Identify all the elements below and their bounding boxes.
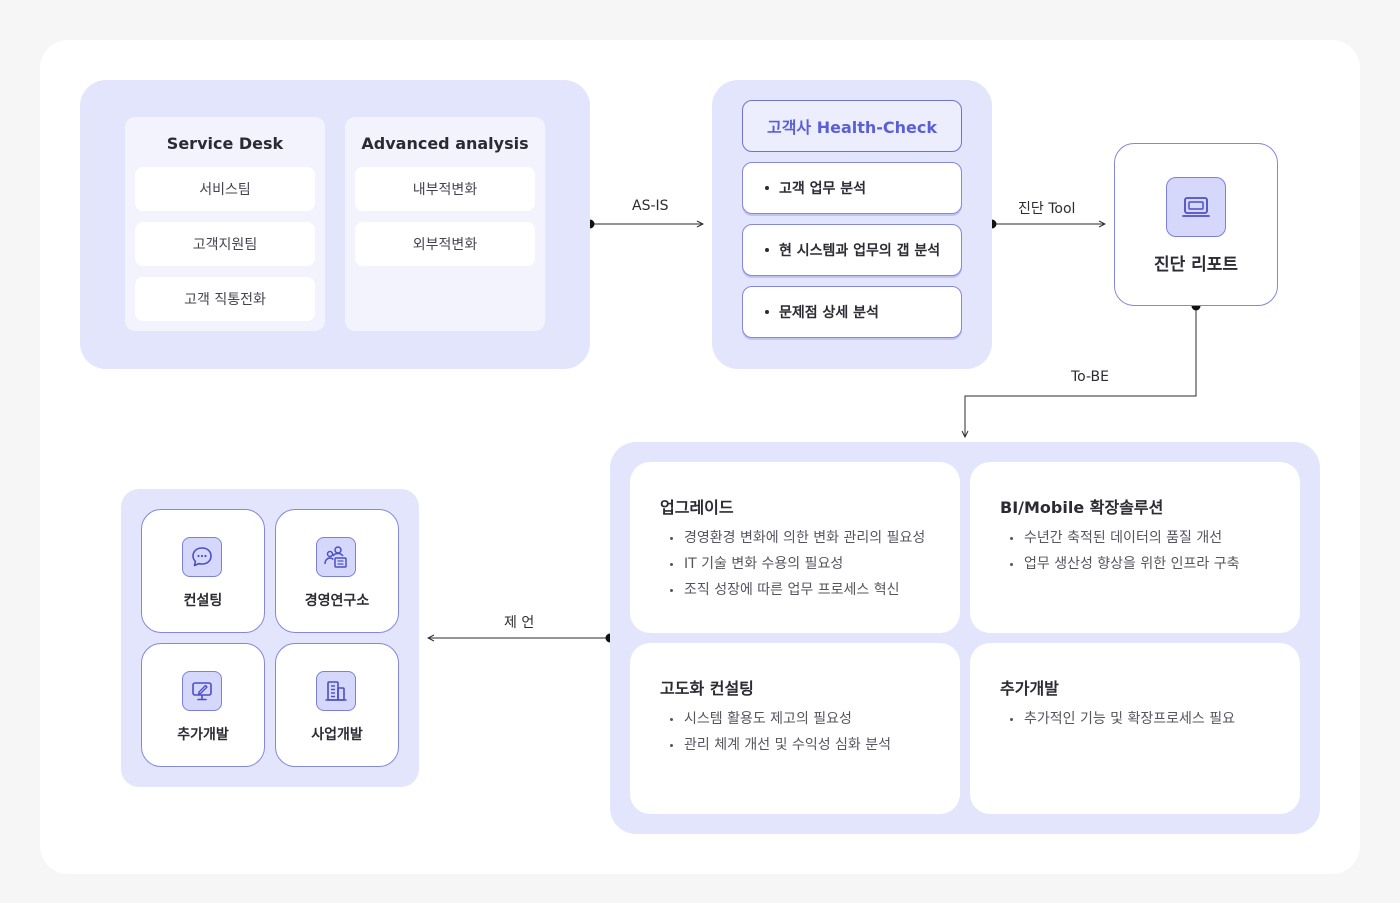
list-item: 추가적인 기능 및 확장프로세스 필요 — [1010, 709, 1235, 735]
report-label: 진단 리포트 — [1153, 255, 1239, 275]
card-list: 추가적인 기능 및 확장프로세스 필요 — [1010, 709, 1235, 735]
to-be-label: To-BE — [1071, 369, 1110, 385]
service-label: 컨설팅 — [183, 593, 223, 609]
list-item-text: 관리 체계 개선 및 수익성 심화 분석 — [684, 737, 892, 753]
chat-bubble-icon — [182, 537, 222, 577]
card-title: 추가개발 — [1000, 679, 1059, 698]
report-box: 진단 리포트 — [1114, 143, 1278, 306]
list-item: 시스템 활용도 제고의 필요성 — [670, 709, 891, 735]
health-check-item-label: 현 시스템과 업무의 갭 분석 — [779, 243, 941, 259]
bullet — [765, 248, 769, 252]
advanced-analysis-title: Advanced analysis — [361, 134, 529, 153]
service-label: 사업개발 — [311, 727, 363, 743]
health-check-item: 현 시스템과 업무의 갭 분석 — [742, 224, 962, 276]
card-title: 업그레이드 — [660, 498, 734, 517]
service-tile: 추가개발 — [141, 643, 265, 767]
advanced-analysis-item: 내부적변화 — [355, 167, 535, 211]
bullet — [765, 186, 769, 190]
to-be-card: 추가개발 추가적인 기능 및 확장프로세스 필요 — [970, 643, 1300, 814]
service-tile: 사업개발 — [275, 643, 399, 767]
health-check-item-label: 고객 업무 분석 — [779, 181, 867, 197]
card-title: 고도화 컨설팅 — [660, 679, 754, 698]
tool-label: 진단 Tool — [1018, 201, 1076, 217]
service-desk-group: Service Desk 서비스팀 고객지원팀 고객 직통전화 — [125, 117, 325, 331]
service-tile: 컨설팅 — [141, 509, 265, 633]
bullet — [765, 310, 769, 314]
health-check-item: 문제점 상세 분석 — [742, 286, 962, 338]
service-desk-title: Service Desk — [166, 134, 284, 153]
proposal-label: 제 언 — [504, 615, 535, 631]
building-icon — [316, 671, 356, 711]
list-item: 수년간 축적된 데이터의 품질 개선 — [1010, 528, 1239, 554]
as-is-label: AS-IS — [632, 198, 669, 214]
list-item-text: 시스템 활용도 제고의 필요성 — [684, 711, 852, 727]
card-list: 시스템 활용도 제고의 필요성 관리 체계 개선 및 수익성 심화 분석 — [670, 709, 891, 761]
to-be-card: BI/Mobile 확장솔루션 수년간 축적된 데이터의 품질 개선 업무 생산… — [970, 462, 1300, 633]
to-be-card: 업그레이드 경영환경 변화에 의한 변화 관리의 필요성 IT 기술 변화 수용… — [630, 462, 960, 633]
list-item-text: IT 기술 변화 수용의 필요성 — [684, 556, 844, 572]
health-check-title: 고객사 Health-Check — [742, 100, 962, 152]
list-item: 조직 성장에 따른 업무 프로세스 혁신 — [670, 580, 925, 606]
list-item-text: 조직 성장에 따른 업무 프로세스 혁신 — [684, 582, 900, 598]
list-item: IT 기술 변화 수용의 필요성 — [670, 554, 925, 580]
list-item: 업무 생산성 향상을 위한 인프라 구축 — [1010, 554, 1239, 580]
service-desk-item: 고객지원팀 — [135, 222, 315, 266]
card-list: 수년간 축적된 데이터의 품질 개선 업무 생산성 향상을 위한 인프라 구축 — [1010, 528, 1239, 580]
as-is-panel: Service Desk 서비스팀 고객지원팀 고객 직통전화 Advanced… — [80, 80, 590, 369]
list-item-text: 경영환경 변화에 의한 변화 관리의 필요성 — [684, 530, 926, 546]
health-check-item: 고객 업무 분석 — [742, 162, 962, 214]
health-check-item-label: 문제점 상세 분석 — [779, 305, 879, 321]
advanced-analysis-group: Advanced analysis 내부적변화 외부적변화 — [345, 117, 545, 331]
service-label: 추가개발 — [177, 727, 229, 743]
to-be-arrow — [965, 306, 1197, 437]
service-desk-item: 서비스팀 — [135, 167, 315, 211]
list-item-text: 수년간 축적된 데이터의 품질 개선 — [1024, 530, 1223, 546]
laptop-icon — [1166, 177, 1226, 237]
list-item: 관리 체계 개선 및 수익성 심화 분석 — [670, 735, 891, 761]
service-tile: 경영연구소 — [275, 509, 399, 633]
service-desk-item: 고객 직통전화 — [135, 277, 315, 321]
to-be-card: 고도화 컨설팅 시스템 활용도 제고의 필요성 관리 체계 개선 및 수익성 심… — [630, 643, 960, 814]
card-list: 경영환경 변화에 의한 변화 관리의 필요성 IT 기술 변화 수용의 필요성 … — [670, 528, 925, 606]
advanced-analysis-item: 외부적변화 — [355, 222, 535, 266]
monitor-edit-icon — [182, 671, 222, 711]
card-title: BI/Mobile 확장솔루션 — [1000, 498, 1164, 517]
people-building-icon — [316, 537, 356, 577]
list-item-text: 추가적인 기능 및 확장프로세스 필요 — [1024, 711, 1235, 727]
list-item: 경영환경 변화에 의한 변화 관리의 필요성 — [670, 528, 925, 554]
service-label: 경영연구소 — [304, 593, 370, 609]
list-item-text: 업무 생산성 향상을 위한 인프라 구축 — [1024, 556, 1240, 572]
